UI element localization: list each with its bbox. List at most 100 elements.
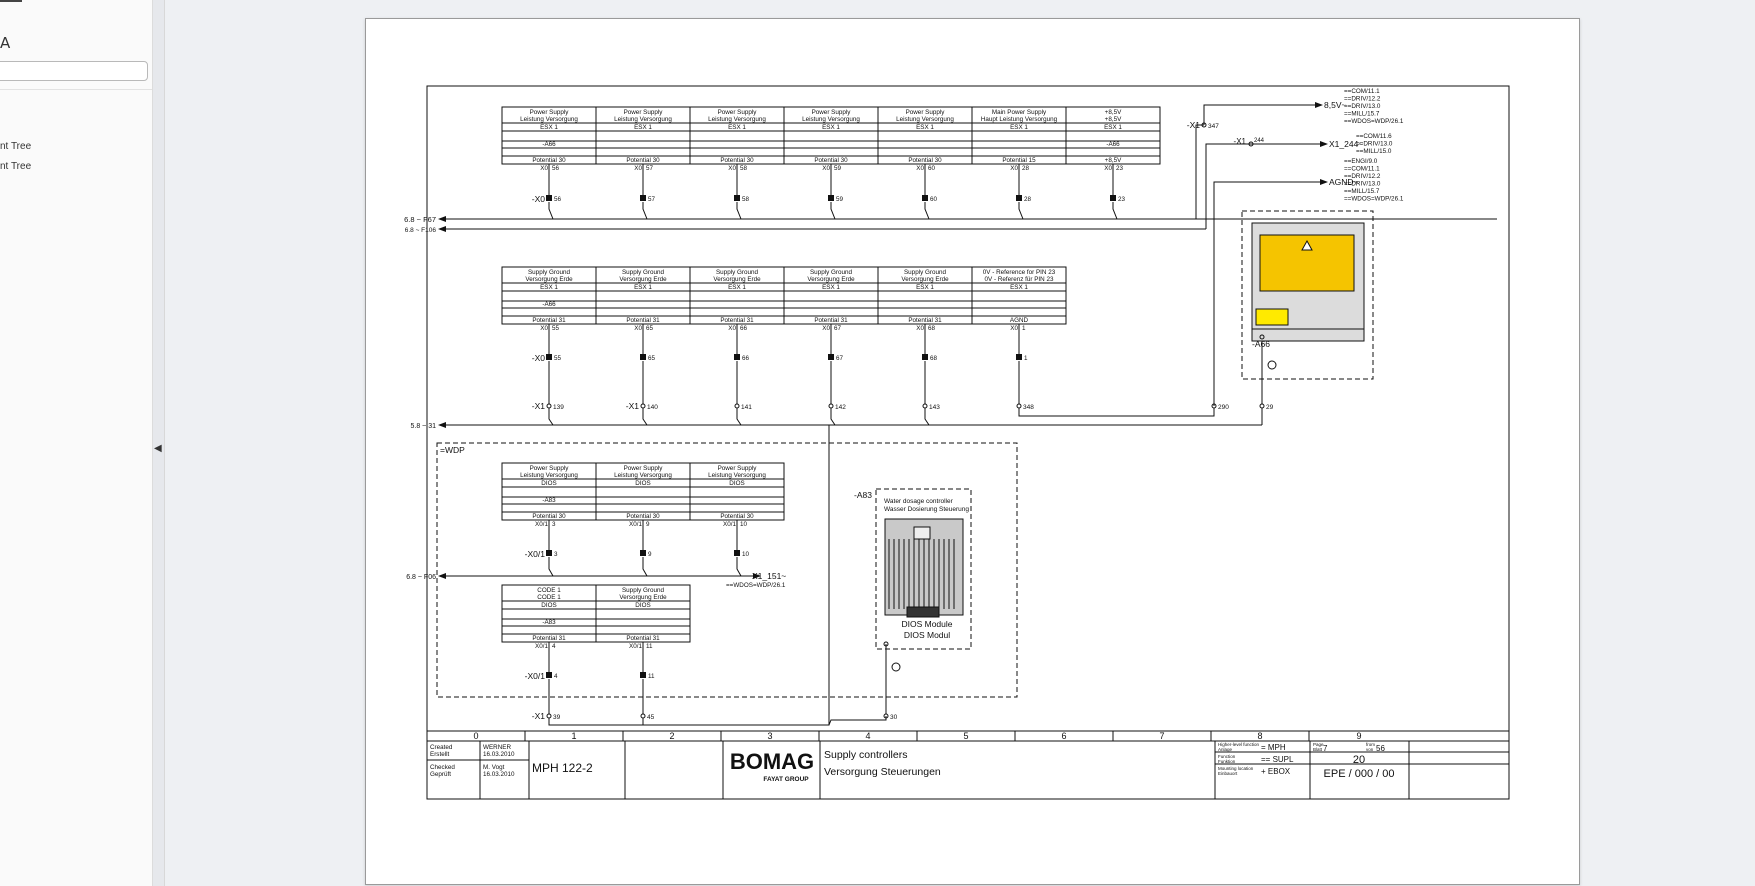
- cell-terminal: X0: [822, 165, 830, 172]
- sidebar-search-input[interactable]: [0, 61, 148, 81]
- xref-wdos: ==WDOS=WDP/26.1: [726, 582, 786, 589]
- cell-pin: 66: [740, 325, 748, 332]
- arrow-head: [1320, 141, 1328, 147]
- terminal-label: -X1: [1234, 137, 1247, 146]
- drop-wire: [736, 557, 754, 577]
- page-total: 56: [1376, 744, 1385, 753]
- sidebar-collapse-bar[interactable]: ◀: [153, 0, 165, 886]
- plug-symbol: [640, 550, 646, 556]
- x1-pin: 140: [647, 404, 658, 411]
- drop-wire: [1112, 124, 1204, 220]
- sidebar-tree-item[interactable]: nt Tree: [0, 161, 32, 172]
- cell-potential: Potential 31: [720, 317, 754, 324]
- cell-terminal: X0/1: [723, 521, 736, 528]
- document-number: EPE / 000 / 00: [1324, 768, 1395, 780]
- xref-244: ==COM/11.6: [1356, 133, 1392, 140]
- higher-level-function: = MPH: [1261, 743, 1286, 752]
- plug-symbol: [1016, 195, 1022, 201]
- cell-terminal: X0: [634, 165, 642, 172]
- plug-pin: 56: [554, 196, 562, 203]
- connector-label: -X0/1: [525, 671, 546, 681]
- collapse-arrow-icon[interactable]: ◀: [154, 443, 162, 454]
- cell-module: ESX 1: [540, 284, 558, 291]
- net-label-f06: 6.8 ~ F06: [406, 574, 436, 581]
- plug-symbol: [922, 354, 928, 360]
- dios-caption: DIOS Module: [901, 619, 952, 629]
- created-date: 16.03.2010: [483, 751, 515, 758]
- drop-wire: [642, 202, 648, 220]
- created-label: Created: [430, 744, 453, 751]
- dios-caption: DIOS Modul: [904, 630, 950, 640]
- terminal-dot: [1211, 403, 1217, 409]
- cell-heading: Versorgung Erde: [901, 276, 949, 283]
- cell-pin: 59: [834, 165, 842, 172]
- arrow-head: [438, 216, 446, 222]
- cell-heading: Supply Ground: [716, 269, 759, 276]
- a66-led-panel: [1255, 308, 1289, 326]
- cell-pin: 9: [646, 521, 650, 528]
- checked-label: Geprüft: [430, 771, 451, 778]
- cell-pin: 23: [1116, 165, 1124, 172]
- page-label: from: [1366, 742, 1375, 747]
- cell-terminal: X0: [916, 325, 924, 332]
- plug-pin: 55: [554, 355, 562, 362]
- cell-potential: Potential 30: [720, 157, 754, 164]
- terminal-pin: 347: [1208, 123, 1219, 130]
- net-label-x1-151: X1_151~: [752, 571, 786, 581]
- plug-pin: 60: [930, 196, 938, 203]
- cell-module: ESX 1: [822, 124, 840, 131]
- xref-agnd: ==DRIV/13.0: [1344, 181, 1381, 188]
- plug-pin: 57: [648, 196, 656, 203]
- cell-pin: 68: [928, 325, 936, 332]
- cell-terminal: X0: [728, 165, 736, 172]
- terminal-dot: [546, 403, 552, 409]
- cell-pin: 65: [646, 325, 654, 332]
- cell-potential: Potential 30: [532, 513, 566, 520]
- wire-85v: [1203, 104, 1316, 125]
- cell-pin: 28: [1022, 165, 1030, 172]
- document-sidebar: A nt Tree nt Tree: [0, 0, 153, 886]
- plug-pin: 66: [742, 355, 750, 362]
- cell-module: ESX 1: [916, 124, 934, 131]
- plug-pin: 59: [836, 196, 844, 203]
- xref-agnd: ==DRIV/12.2: [1344, 173, 1381, 180]
- cell-potential: +8,5V: [1105, 157, 1122, 164]
- sidebar-tree-item[interactable]: nt Tree: [0, 141, 32, 152]
- cell-heading: 0V - Referenz für PIN 23: [985, 276, 1054, 283]
- x1-pin: 348: [1023, 404, 1034, 411]
- drop-wire: [642, 557, 648, 577]
- cell-pin: 58: [740, 165, 748, 172]
- cell-terminal: X0: [1104, 165, 1112, 172]
- cell-pin: 10: [740, 521, 748, 528]
- x1-label: -X1: [532, 711, 546, 721]
- arrow-head: [438, 422, 446, 428]
- terminal-dot: [1259, 403, 1265, 409]
- cell-heading: Supply Ground: [810, 269, 853, 276]
- cell-potential: Potential 31: [626, 317, 660, 324]
- sidebar-tab-indicator: [0, 0, 22, 2]
- xref-85v: ==WDOS=WDP/26.1: [1344, 118, 1404, 125]
- font-size-icon[interactable]: A: [0, 34, 11, 52]
- plug-symbol: [546, 672, 552, 678]
- wire-agnd: [1213, 181, 1321, 406]
- cell-heading: Versorgung Erde: [807, 276, 855, 283]
- arrow-head: [438, 573, 446, 579]
- wire-244: [1205, 143, 1321, 229]
- plug-pin: 68: [930, 355, 938, 362]
- cell-heading: Versorgung Erde: [713, 276, 761, 283]
- drawing-title-de: Versorgung Steuerungen: [824, 766, 941, 778]
- drop-wire: [736, 202, 742, 220]
- cell-heading: Power Supply: [718, 109, 758, 116]
- plug-symbol: [828, 354, 834, 360]
- arrow-head: [753, 573, 761, 579]
- plug-pin: 9: [648, 551, 652, 558]
- cell-pin: 67: [834, 325, 842, 332]
- function-label: Einbauort: [1218, 771, 1238, 776]
- xref-agnd: ==ENGI/9.0: [1344, 158, 1378, 165]
- plug-symbol: [546, 354, 552, 360]
- cell-device: -A66: [542, 301, 556, 308]
- dios-connector: [913, 526, 931, 540]
- cell-potential: Potential 31: [908, 317, 942, 324]
- plug-pin: 65: [648, 355, 656, 362]
- ground-icon: [1267, 360, 1277, 370]
